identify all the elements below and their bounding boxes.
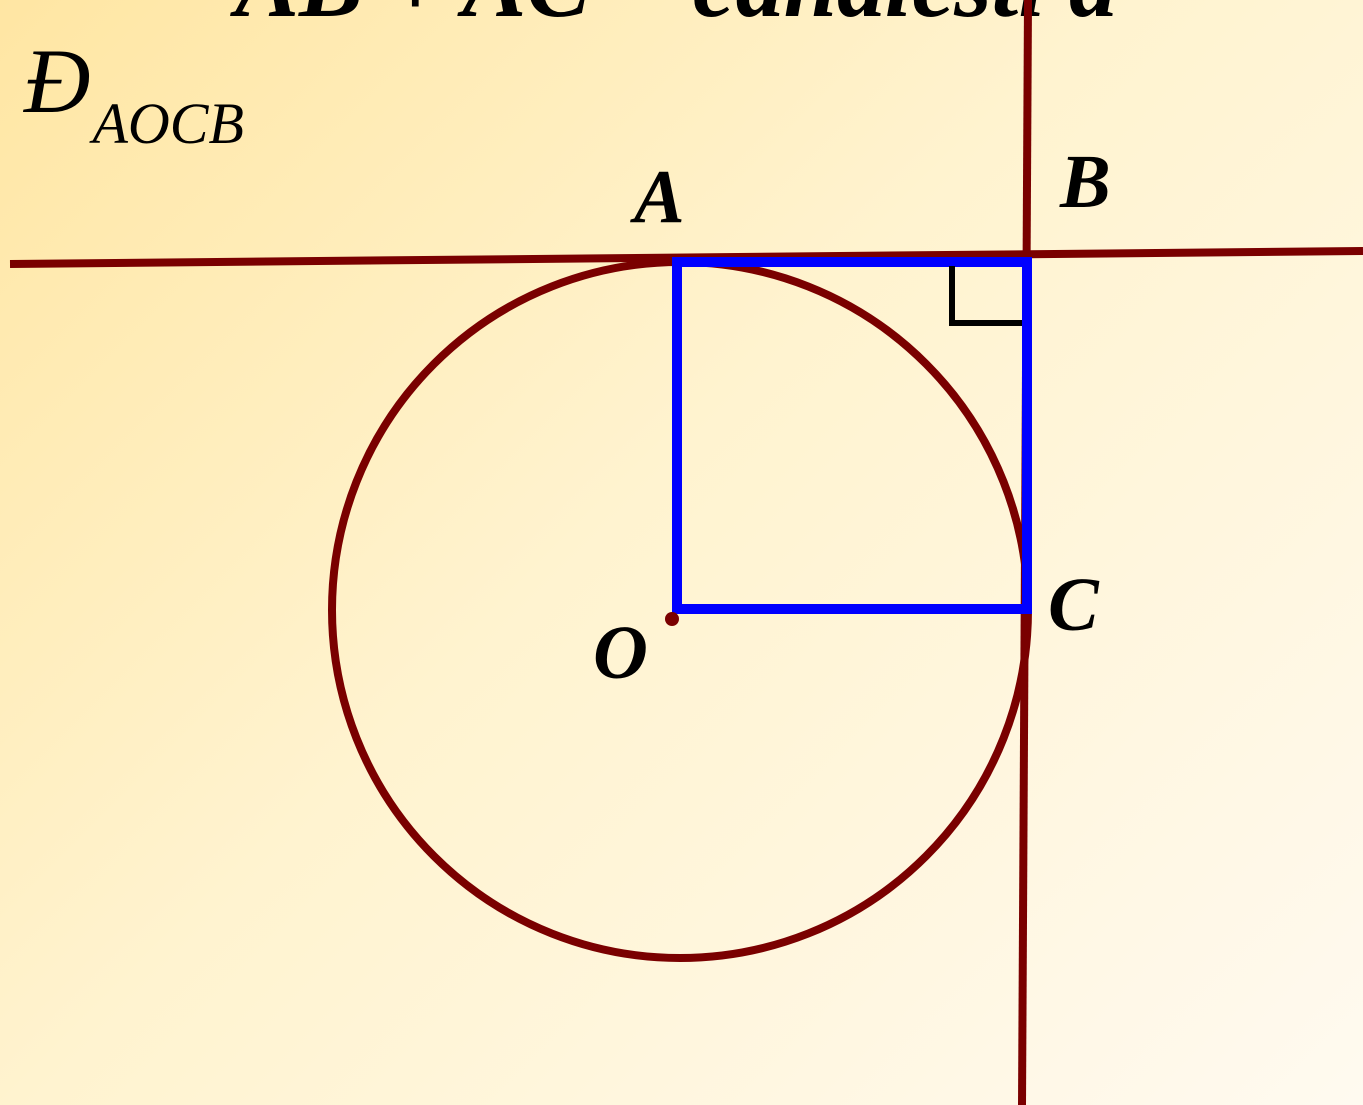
label-c: C [1048,563,1100,647]
top-partial-title: AB + AC = canalesti a [230,0,1117,37]
right-angle-marker [949,266,1022,326]
center-point-o [665,612,679,626]
formula-subscript: AOCB [88,91,243,156]
label-o: O [593,611,648,695]
formula-symbol: Đ [22,30,90,132]
formula-label: Đ AOCB [22,30,244,156]
label-a: A [630,155,685,239]
quadrilateral-aocb [672,257,1032,614]
label-b: B [1059,140,1111,224]
